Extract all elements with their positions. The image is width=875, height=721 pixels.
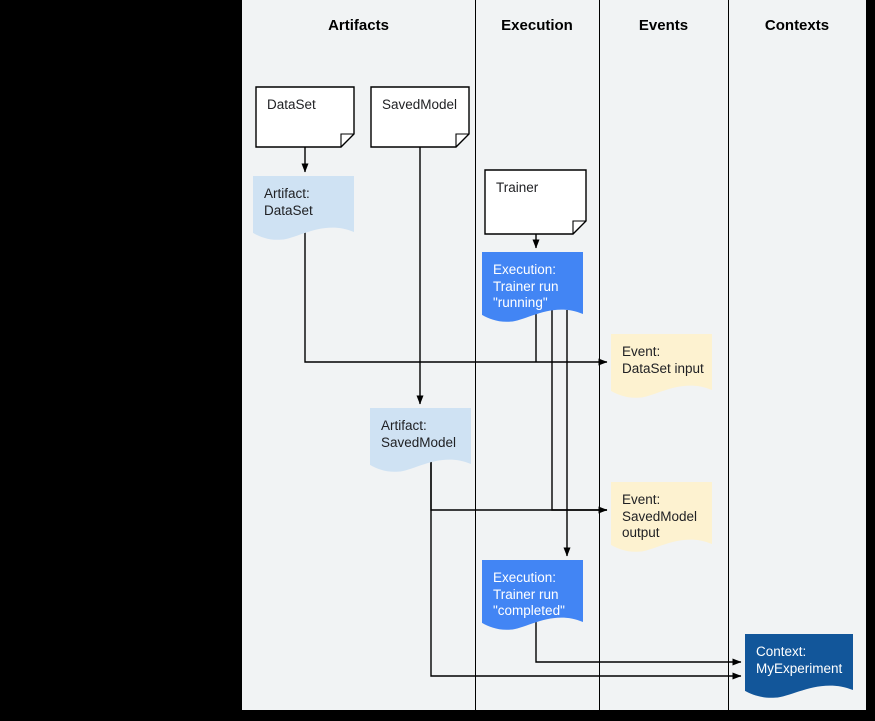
- event-dataset-input-node-label: Event: DataSet input: [622, 344, 704, 376]
- context-myexperiment-node[interactable]: [745, 634, 853, 698]
- column-header-contexts: Contexts: [764, 17, 830, 34]
- event-dataset-input-node[interactable]: [611, 334, 712, 398]
- column-divider-artifacts-execution: [475, 0, 476, 710]
- dataset-type-node[interactable]: [255, 86, 355, 148]
- edge-artifact-savedmodel-to-event-output: [430, 460, 607, 511]
- column-header-execution: Execution: [501, 17, 573, 34]
- execution-trainer-running-node-label: Execution: Trainer run "running": [493, 262, 559, 310]
- dataset-type-node-fold-icon: [340, 133, 354, 147]
- edge-artifact-savedmodel-to-context: [430, 460, 742, 680]
- connector-layer: [301, 147, 742, 680]
- savedmodel-type-node[interactable]: [370, 86, 470, 148]
- context-myexperiment-node-label: Context: MyExperiment: [756, 644, 843, 676]
- edge-artifact-dataset-to-event-input: [304, 228, 608, 366]
- trainer-type-node[interactable]: [484, 169, 587, 235]
- artifact-savedmodel-node-label: Artifact: SavedModel: [381, 418, 457, 450]
- column-divider-events-contexts: [728, 0, 729, 710]
- savedmodel-type-node-label: SavedModel: [382, 97, 458, 112]
- dataset-type-node-label: DataSet: [267, 97, 316, 112]
- column-header-artifacts: Artifacts: [328, 17, 389, 34]
- artifact-dataset-node[interactable]: [253, 176, 354, 240]
- column-header-events: Events: [638, 17, 689, 34]
- savedmodel-type-node-fold-icon: [455, 133, 469, 147]
- edge-execution-completed-to-context: [535, 618, 742, 666]
- event-savedmodel-output-node-label: Event: SavedModel output: [622, 492, 698, 540]
- diagram-canvas: Artifacts Execution Events Contexts Data…: [242, 0, 866, 710]
- execution-trainer-completed-node-label: Execution: Trainer run "completed": [493, 570, 565, 618]
- trainer-type-node-label: Trainer: [496, 180, 539, 195]
- artifact-savedmodel-node[interactable]: [370, 408, 471, 472]
- trainer-type-node-fold-icon: [572, 220, 586, 234]
- artifact-dataset-node-label: Artifact: DataSet: [264, 186, 313, 218]
- execution-trainer-completed-node[interactable]: [482, 560, 583, 630]
- event-savedmodel-output-node[interactable]: [611, 482, 712, 552]
- execution-trainer-running-node[interactable]: [482, 252, 583, 322]
- node-shape-layer: [253, 86, 853, 698]
- column-divider-execution-events: [599, 0, 600, 710]
